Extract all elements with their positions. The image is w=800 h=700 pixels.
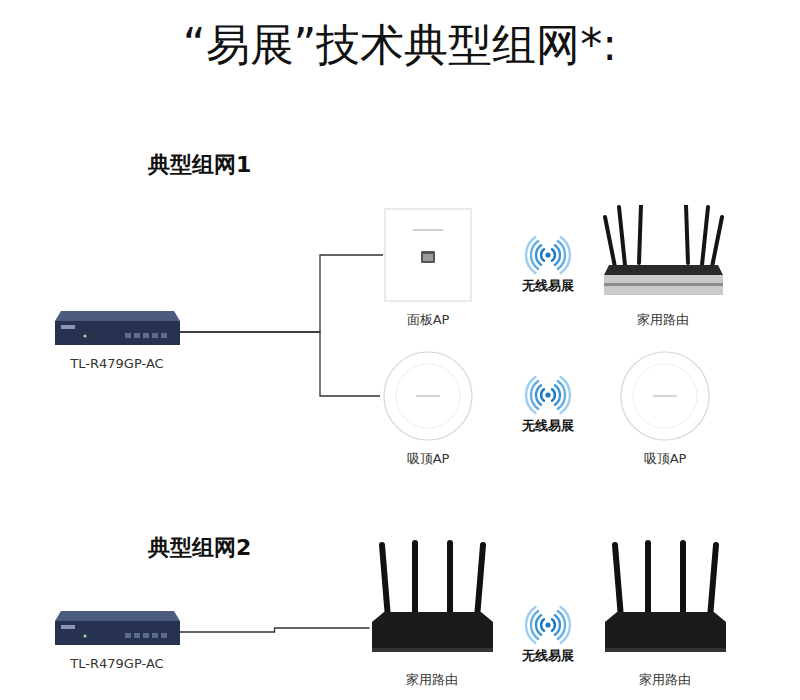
antenna bbox=[645, 543, 651, 612]
section-heading: 典型组网1 bbox=[148, 150, 251, 180]
device-logo bbox=[61, 625, 75, 629]
device-illustration bbox=[603, 540, 728, 665]
wifi-symbol bbox=[526, 237, 570, 273]
device-illustration bbox=[617, 348, 713, 444]
device-port bbox=[125, 633, 131, 638]
antenna bbox=[477, 545, 483, 618]
antenna bbox=[686, 205, 688, 263]
device-port bbox=[152, 633, 158, 638]
ap-disc bbox=[621, 352, 709, 440]
router-body bbox=[372, 612, 493, 652]
antenna bbox=[702, 207, 708, 265]
wireless-label: 无线易展 bbox=[520, 647, 576, 665]
network-device: 家用路由 bbox=[370, 540, 495, 689]
network-device: TL-R479GP-AC bbox=[55, 605, 180, 671]
antenna bbox=[712, 217, 722, 267]
antenna bbox=[639, 205, 641, 263]
device-port bbox=[143, 633, 149, 638]
device-label: 吸顶AP bbox=[380, 450, 476, 468]
device-label: TL-R479GP-AC bbox=[55, 356, 180, 371]
device-top bbox=[55, 611, 180, 621]
device-illustration bbox=[55, 605, 180, 650]
device-port bbox=[134, 633, 140, 638]
device-label: 吸顶AP bbox=[617, 450, 713, 468]
device-label: 面板AP bbox=[383, 311, 473, 329]
wireless-label: 无线易展 bbox=[520, 417, 576, 435]
ethernet-cable bbox=[180, 628, 370, 632]
router-top bbox=[604, 265, 723, 275]
wifi-symbol bbox=[526, 377, 570, 413]
network-device: 吸顶AP bbox=[617, 348, 713, 468]
device-top bbox=[55, 311, 180, 321]
ap-logo bbox=[653, 395, 677, 397]
ap-disc bbox=[384, 352, 472, 440]
wifi-symbol bbox=[526, 607, 570, 643]
page-title: “易展”技术典型组网*: bbox=[0, 16, 800, 75]
ap-ring bbox=[396, 364, 460, 428]
device-port bbox=[134, 333, 140, 338]
wireless-label: 无线易展 bbox=[520, 277, 576, 295]
ap-ring bbox=[633, 364, 697, 428]
ethernet-cable bbox=[180, 255, 384, 332]
antenna bbox=[447, 543, 453, 612]
network-device: 吸顶AP bbox=[380, 348, 476, 468]
antenna bbox=[615, 545, 621, 618]
device-port bbox=[125, 333, 131, 338]
router-body bbox=[605, 612, 726, 652]
device-port bbox=[161, 333, 167, 338]
panel-port-inner bbox=[423, 254, 433, 261]
device-logo bbox=[61, 325, 75, 329]
antenna bbox=[382, 545, 388, 618]
device-illustration bbox=[601, 205, 726, 305]
device-label: 家用路由 bbox=[603, 671, 728, 689]
device-port bbox=[143, 333, 149, 338]
device-led bbox=[83, 335, 86, 338]
network-device: TL-R479GP-AC bbox=[55, 305, 180, 371]
device-label: 家用路由 bbox=[370, 671, 495, 689]
device-illustration bbox=[370, 540, 495, 665]
device-front bbox=[55, 321, 180, 345]
antenna bbox=[412, 543, 418, 612]
device-illustration bbox=[380, 348, 476, 444]
router-stripe bbox=[604, 283, 723, 286]
antenna bbox=[605, 217, 615, 267]
device-port bbox=[152, 333, 158, 338]
device-front bbox=[55, 621, 180, 645]
router-front bbox=[604, 275, 723, 295]
antenna bbox=[619, 207, 625, 265]
network-device: 家用路由 bbox=[603, 540, 728, 689]
antenna bbox=[710, 545, 716, 618]
panel-port bbox=[421, 251, 435, 263]
ap-logo bbox=[416, 395, 440, 397]
antenna bbox=[680, 543, 686, 612]
network-device: 家用路由 bbox=[601, 205, 726, 329]
device-label: TL-R479GP-AC bbox=[55, 656, 180, 671]
router-edge bbox=[372, 648, 493, 652]
section-heading: 典型组网2 bbox=[148, 533, 251, 563]
device-illustration bbox=[55, 305, 180, 350]
panel-logo bbox=[413, 229, 443, 231]
device-led bbox=[83, 635, 86, 638]
panel-face bbox=[385, 209, 471, 301]
device-label: 家用路由 bbox=[601, 311, 726, 329]
ethernet-cable bbox=[180, 332, 381, 396]
device-port bbox=[161, 633, 167, 638]
router-edge bbox=[605, 648, 726, 652]
device-illustration bbox=[383, 207, 473, 305]
network-device: 面板AP bbox=[383, 207, 473, 329]
